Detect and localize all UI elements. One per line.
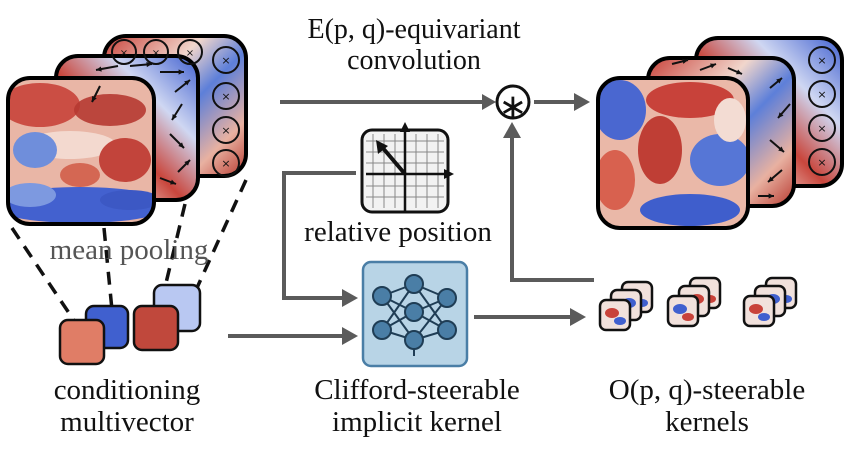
steer-label-line1: O(p, q)-steerable xyxy=(608,374,806,406)
vector-arrow-head xyxy=(178,142,184,148)
relative-position-vector xyxy=(380,145,407,176)
steer-label-line2: kernels xyxy=(665,406,749,439)
vector-arrow-head xyxy=(768,176,774,182)
vector-circle xyxy=(212,46,240,74)
output-field-front xyxy=(598,78,748,228)
vector-arrows-right xyxy=(671,58,791,199)
network-node xyxy=(437,288,457,308)
vector-arrow-head xyxy=(170,179,176,185)
vector-arrow-head xyxy=(778,112,784,118)
network-node xyxy=(372,286,392,306)
vector-circle-mark: × xyxy=(152,48,160,59)
vector-arrow-head xyxy=(172,114,178,120)
vector-arrow-head xyxy=(96,66,102,72)
vector-circle xyxy=(808,148,836,176)
kernel-tile-blob xyxy=(605,308,619,318)
relative-position-graph xyxy=(360,122,454,214)
vector-circle-mark: × xyxy=(817,88,826,101)
vector-arrow-head xyxy=(184,80,190,86)
network-node xyxy=(404,274,424,294)
vector-circle xyxy=(111,39,137,65)
vector-circle xyxy=(177,39,203,65)
network-node xyxy=(372,320,392,340)
vector-circle-mark: × xyxy=(817,122,826,135)
vector-circle xyxy=(808,46,836,74)
conv-label-line2: convolution xyxy=(347,45,481,77)
vector-arrow-head xyxy=(682,58,688,64)
vector-arrow-head xyxy=(768,193,774,199)
vector-circle xyxy=(212,149,240,177)
kernel-tile-blob xyxy=(614,317,626,325)
kernel-tile-blob xyxy=(749,304,763,314)
vector-circle-mark: × xyxy=(221,124,230,137)
vector-arrows-left xyxy=(91,61,191,185)
vector-circles-left: × × × × × × × xyxy=(111,39,240,177)
kernel-label: Clifford-steerable implicit kernel xyxy=(272,374,562,439)
cond-label-line2: multivector xyxy=(60,406,194,439)
vector-circle-mark: × xyxy=(817,54,826,67)
vector-arrow-head xyxy=(778,146,784,152)
arrow-relpos-to-kernel xyxy=(282,171,356,300)
vector-arrow-head xyxy=(710,63,716,69)
vector-circle-mark: × xyxy=(221,54,230,67)
kernel-tile-blob xyxy=(758,313,770,321)
vector-circle-mark: × xyxy=(221,90,230,103)
vector-circle xyxy=(143,39,169,65)
conditioning-multivector-blocks xyxy=(58,283,202,366)
vector-arrow-head xyxy=(178,69,184,75)
kernel-tile-blob xyxy=(682,313,694,321)
kernel-tile-blob xyxy=(673,304,687,314)
vector-arrow-head xyxy=(776,78,782,84)
vector-circle-mark: × xyxy=(817,156,826,169)
flow-arrows xyxy=(228,100,594,338)
vector-arrow-head xyxy=(736,69,742,75)
network-node xyxy=(404,302,424,322)
vector-arrow-head xyxy=(92,96,97,102)
conv-label-line1: E(p, q)-equivariant xyxy=(307,14,521,45)
kernel-label-line2: implicit kernel xyxy=(332,406,502,439)
relative-position-label: relative position xyxy=(304,216,492,248)
conditioning-multivector-label: conditioning multivector xyxy=(2,374,252,439)
steerable-kernels-label: O(p, q)-steerable kernels xyxy=(572,374,842,439)
output-field-stack xyxy=(596,36,844,230)
vector-circle-mark: × xyxy=(186,48,194,59)
vector-circle xyxy=(808,80,836,108)
cond-label-line1: conditioning xyxy=(53,374,201,406)
arrow-steerable-to-conv xyxy=(510,136,594,282)
implicit-kernel-network xyxy=(361,260,469,368)
steerable-kernel-tiles xyxy=(598,276,798,332)
vector-circle-mark: × xyxy=(221,157,230,170)
vector-circle-mark: × xyxy=(120,48,128,59)
multivector-block-light-red xyxy=(58,318,106,366)
conv-label: E(p, q)-equivariant convolution xyxy=(264,14,564,77)
multivector-block-dark-red xyxy=(132,304,180,352)
vector-circle xyxy=(808,114,836,142)
vector-circle xyxy=(212,82,240,110)
vector-circle xyxy=(212,116,240,144)
input-field-front xyxy=(8,78,154,224)
arrow-heads xyxy=(342,93,590,345)
vector-arrow-head xyxy=(184,160,190,166)
convolution-operator-symbol: ∗ xyxy=(499,87,528,127)
vector-circles-right: × × × × xyxy=(808,46,836,176)
convolution-operator: ∗ xyxy=(495,84,531,127)
kernel-label-line1: Clifford-steerable xyxy=(314,374,520,406)
vector-arrow-head xyxy=(146,61,152,68)
mean-pooling-label: mean pooling xyxy=(49,234,209,266)
network-node xyxy=(404,330,424,350)
network-node xyxy=(437,320,457,340)
